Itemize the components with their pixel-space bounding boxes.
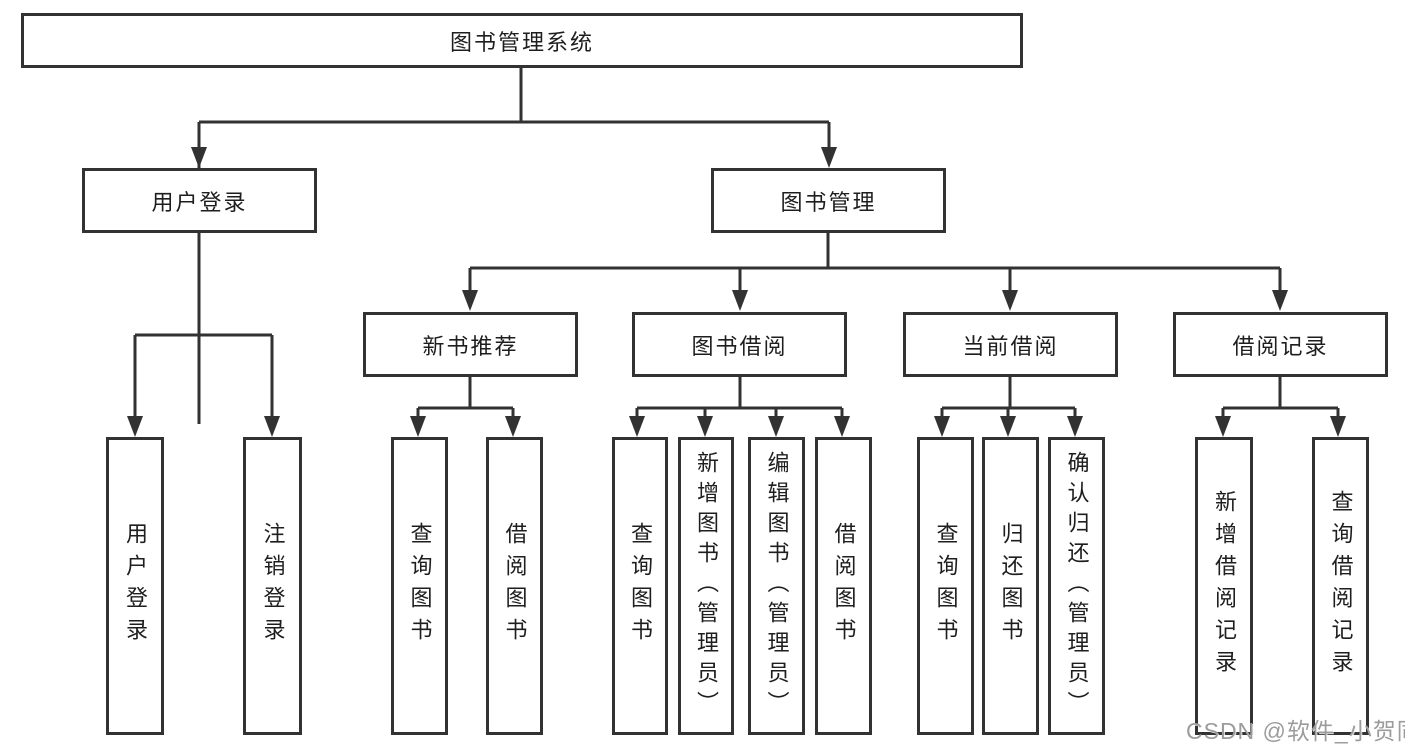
node-current-borrow: 当前借阅 xyxy=(903,312,1118,377)
node-borrow-records: 借阅记录 xyxy=(1173,312,1388,377)
node-user-login: 用户登录 xyxy=(82,168,317,233)
node-book-borrow: 图书借阅 xyxy=(632,312,847,377)
node-query-books-current: 查询图书 xyxy=(917,437,974,735)
node-new-book-recommend: 新书推荐 xyxy=(363,312,578,377)
node-confirm-return-admin: 确认归还（管理员） xyxy=(1048,437,1105,735)
node-book-management: 图书管理 xyxy=(711,168,946,233)
node-root: 图书管理系统 xyxy=(21,13,1023,68)
node-borrow-books-recommend: 借阅图书 xyxy=(486,437,543,735)
node-return-book: 归还图书 xyxy=(982,437,1039,735)
node-query-books-recommend: 查询图书 xyxy=(391,437,448,735)
node-query-borrow-record: 查询借阅记录 xyxy=(1312,437,1369,735)
node-logout-action: 注销登录 xyxy=(243,437,302,735)
node-borrow-books-borrow: 借阅图书 xyxy=(815,437,872,735)
node-user-login-action: 用户登录 xyxy=(106,437,164,735)
watermark: CSDN @软件_小贺同学 xyxy=(1186,718,1405,744)
node-add-book-admin: 新增图书（管理员） xyxy=(678,437,734,735)
node-add-borrow-record: 新增借阅记录 xyxy=(1195,437,1253,735)
node-query-books-borrow: 查询图书 xyxy=(612,437,668,735)
node-edit-book-admin: 编辑图书（管理员） xyxy=(748,437,805,735)
